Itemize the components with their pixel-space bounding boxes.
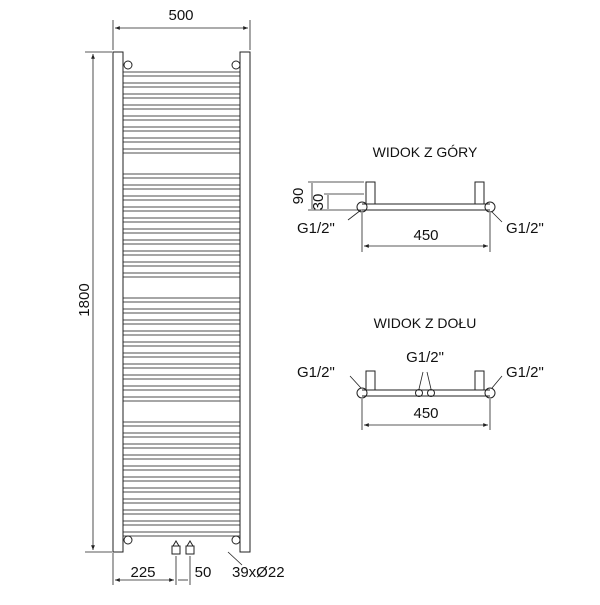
bottom-conn-left-circle [356,387,368,399]
tube [122,476,241,482]
tubes-label: 39xØ22 [232,564,285,581]
tube [122,261,241,267]
tube [122,487,241,493]
tube [122,250,241,256]
bottom-bracket-right [474,370,485,391]
tube [122,374,241,380]
front-view: 500 1800 225 50 39xØ22 [76,7,285,585]
left-offset-label: 225 [130,564,155,581]
top-dim-90-label: 90 [290,188,307,205]
top-bracket-left [365,181,376,205]
width-label: 500 [168,7,193,24]
bottom-view: WIDOK Z DOŁU G1/2" G1/2" G1/2" 450 [297,315,544,430]
tube [122,432,241,438]
bottom-conn-mid-b [427,389,435,397]
tube [122,385,241,391]
bottom-mid-conn-label: G1/2" [406,349,444,366]
valve-left-cap [172,540,180,547]
mount-bolt-bottom-left [123,535,133,545]
tube [122,239,241,245]
tube [122,126,241,132]
tube [122,272,241,278]
bottom-right-conn-leader [491,375,503,389]
tube [122,454,241,460]
top-span-label: 450 [413,227,438,244]
top-right-conn-leader [491,211,503,223]
tube [122,93,241,99]
bottom-mid-leader-b [426,371,432,390]
tube [122,148,241,154]
tube [122,308,241,314]
valve-right [185,545,195,555]
tube [122,498,241,504]
top-right-conn-label: G1/2" [506,220,544,237]
height-label: 1800 [76,283,93,316]
tube [122,104,241,110]
top-left-conn-leader [347,209,362,221]
tube [122,363,241,369]
valve-left [171,545,181,555]
top-view: WIDOK Z GÓRY 90 30 G1/2" G1/2" 450 [290,144,544,252]
tube [122,297,241,303]
tube [122,509,241,515]
tube [122,330,241,336]
tube [122,137,241,143]
tube [122,228,241,234]
tube [122,352,241,358]
pipe-spacing-label: 50 [195,564,212,581]
tube [122,82,241,88]
mount-bolt-bottom-right [231,535,241,545]
tube [122,206,241,212]
mount-bolt-top-right [231,60,241,70]
top-conn-left-circle [356,201,368,213]
tube [122,341,241,347]
top-view-title: WIDOK Z GÓRY [373,144,478,160]
mount-bolt-top-left [123,60,133,70]
tube [122,217,241,223]
tube [122,465,241,471]
tube [122,173,241,179]
bottom-span-label: 450 [413,405,438,422]
bottom-conn-right-circle [484,387,496,399]
tube [122,319,241,325]
tube [122,531,241,537]
bottom-view-title: WIDOK Z DOŁU [374,315,477,331]
left-rail [112,51,124,553]
bottom-conn-mid-a [415,389,423,397]
right-rail [239,51,251,553]
tube [122,421,241,427]
bottom-bracket-left [365,370,376,391]
tube [122,115,241,121]
valve-right-cap [186,540,194,547]
top-bracket-right [474,181,485,205]
tube [122,396,241,402]
tubes-group [122,71,241,537]
tube [122,443,241,449]
top-left-conn-label: G1/2" [297,220,335,237]
bottom-valves [171,540,195,555]
bottom-left-conn-leader [349,375,362,389]
tubes-leader [227,551,243,566]
tube [122,195,241,201]
top-conn-right-circle [484,201,496,213]
tube [122,520,241,526]
top-dim-30-label: 30 [310,194,327,211]
tube [122,184,241,190]
bottom-mid-leader-a [418,371,424,390]
bottom-right-conn-label: G1/2" [506,364,544,381]
bottom-left-conn-label: G1/2" [297,364,335,381]
tube [122,71,241,77]
